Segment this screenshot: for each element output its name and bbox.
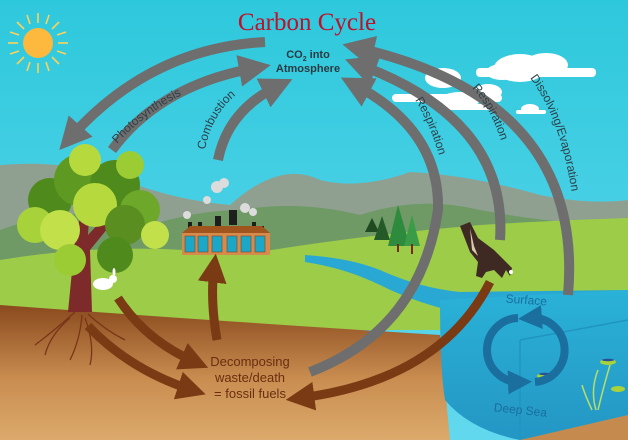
into-text: into xyxy=(307,49,330,61)
decomposing-label-line2: waste/death xyxy=(214,370,285,385)
rabbit-decompose-arrow xyxy=(114,295,209,370)
decomposing-label-line3: = fossil fuels xyxy=(214,386,286,401)
roots-decompose-arrow xyxy=(84,322,206,400)
combustion-arrow xyxy=(213,78,293,162)
atmosphere-label-line2: Atmosphere xyxy=(276,63,340,75)
soil xyxy=(0,305,450,440)
co2-text: CO xyxy=(286,49,303,61)
respiration-arrow-1 xyxy=(308,77,444,377)
wolf-decompose-arrow xyxy=(285,279,495,411)
ocean xyxy=(440,290,628,440)
factory-up-arrow xyxy=(197,253,227,341)
diagram-title: Carbon Cycle xyxy=(238,9,376,36)
ocean-floor xyxy=(520,415,628,440)
atmosphere-label: CO2 into xyxy=(286,49,330,63)
ocean-down-arrow xyxy=(483,314,532,395)
photosynthesis-arrow xyxy=(59,37,266,150)
sun-icon xyxy=(8,13,68,73)
dissolving-arrow xyxy=(342,35,575,296)
deep-sea-label: Deep Sea xyxy=(493,400,548,420)
ocean-up-arrow xyxy=(518,305,569,386)
pine-trees xyxy=(365,205,420,254)
decomposing-label-line1: Decomposing xyxy=(210,354,290,369)
respiration-arrow-2 xyxy=(345,55,506,241)
factory-icon xyxy=(182,178,270,255)
co2-subscript: 2 xyxy=(303,56,307,63)
surface-label: Surface xyxy=(505,292,548,309)
rabbit-icon xyxy=(93,268,117,290)
photosynthesis-arrow-inner xyxy=(107,55,271,153)
wolf-icon xyxy=(460,222,513,278)
tree-icon xyxy=(17,144,169,366)
seaweed xyxy=(581,364,611,411)
